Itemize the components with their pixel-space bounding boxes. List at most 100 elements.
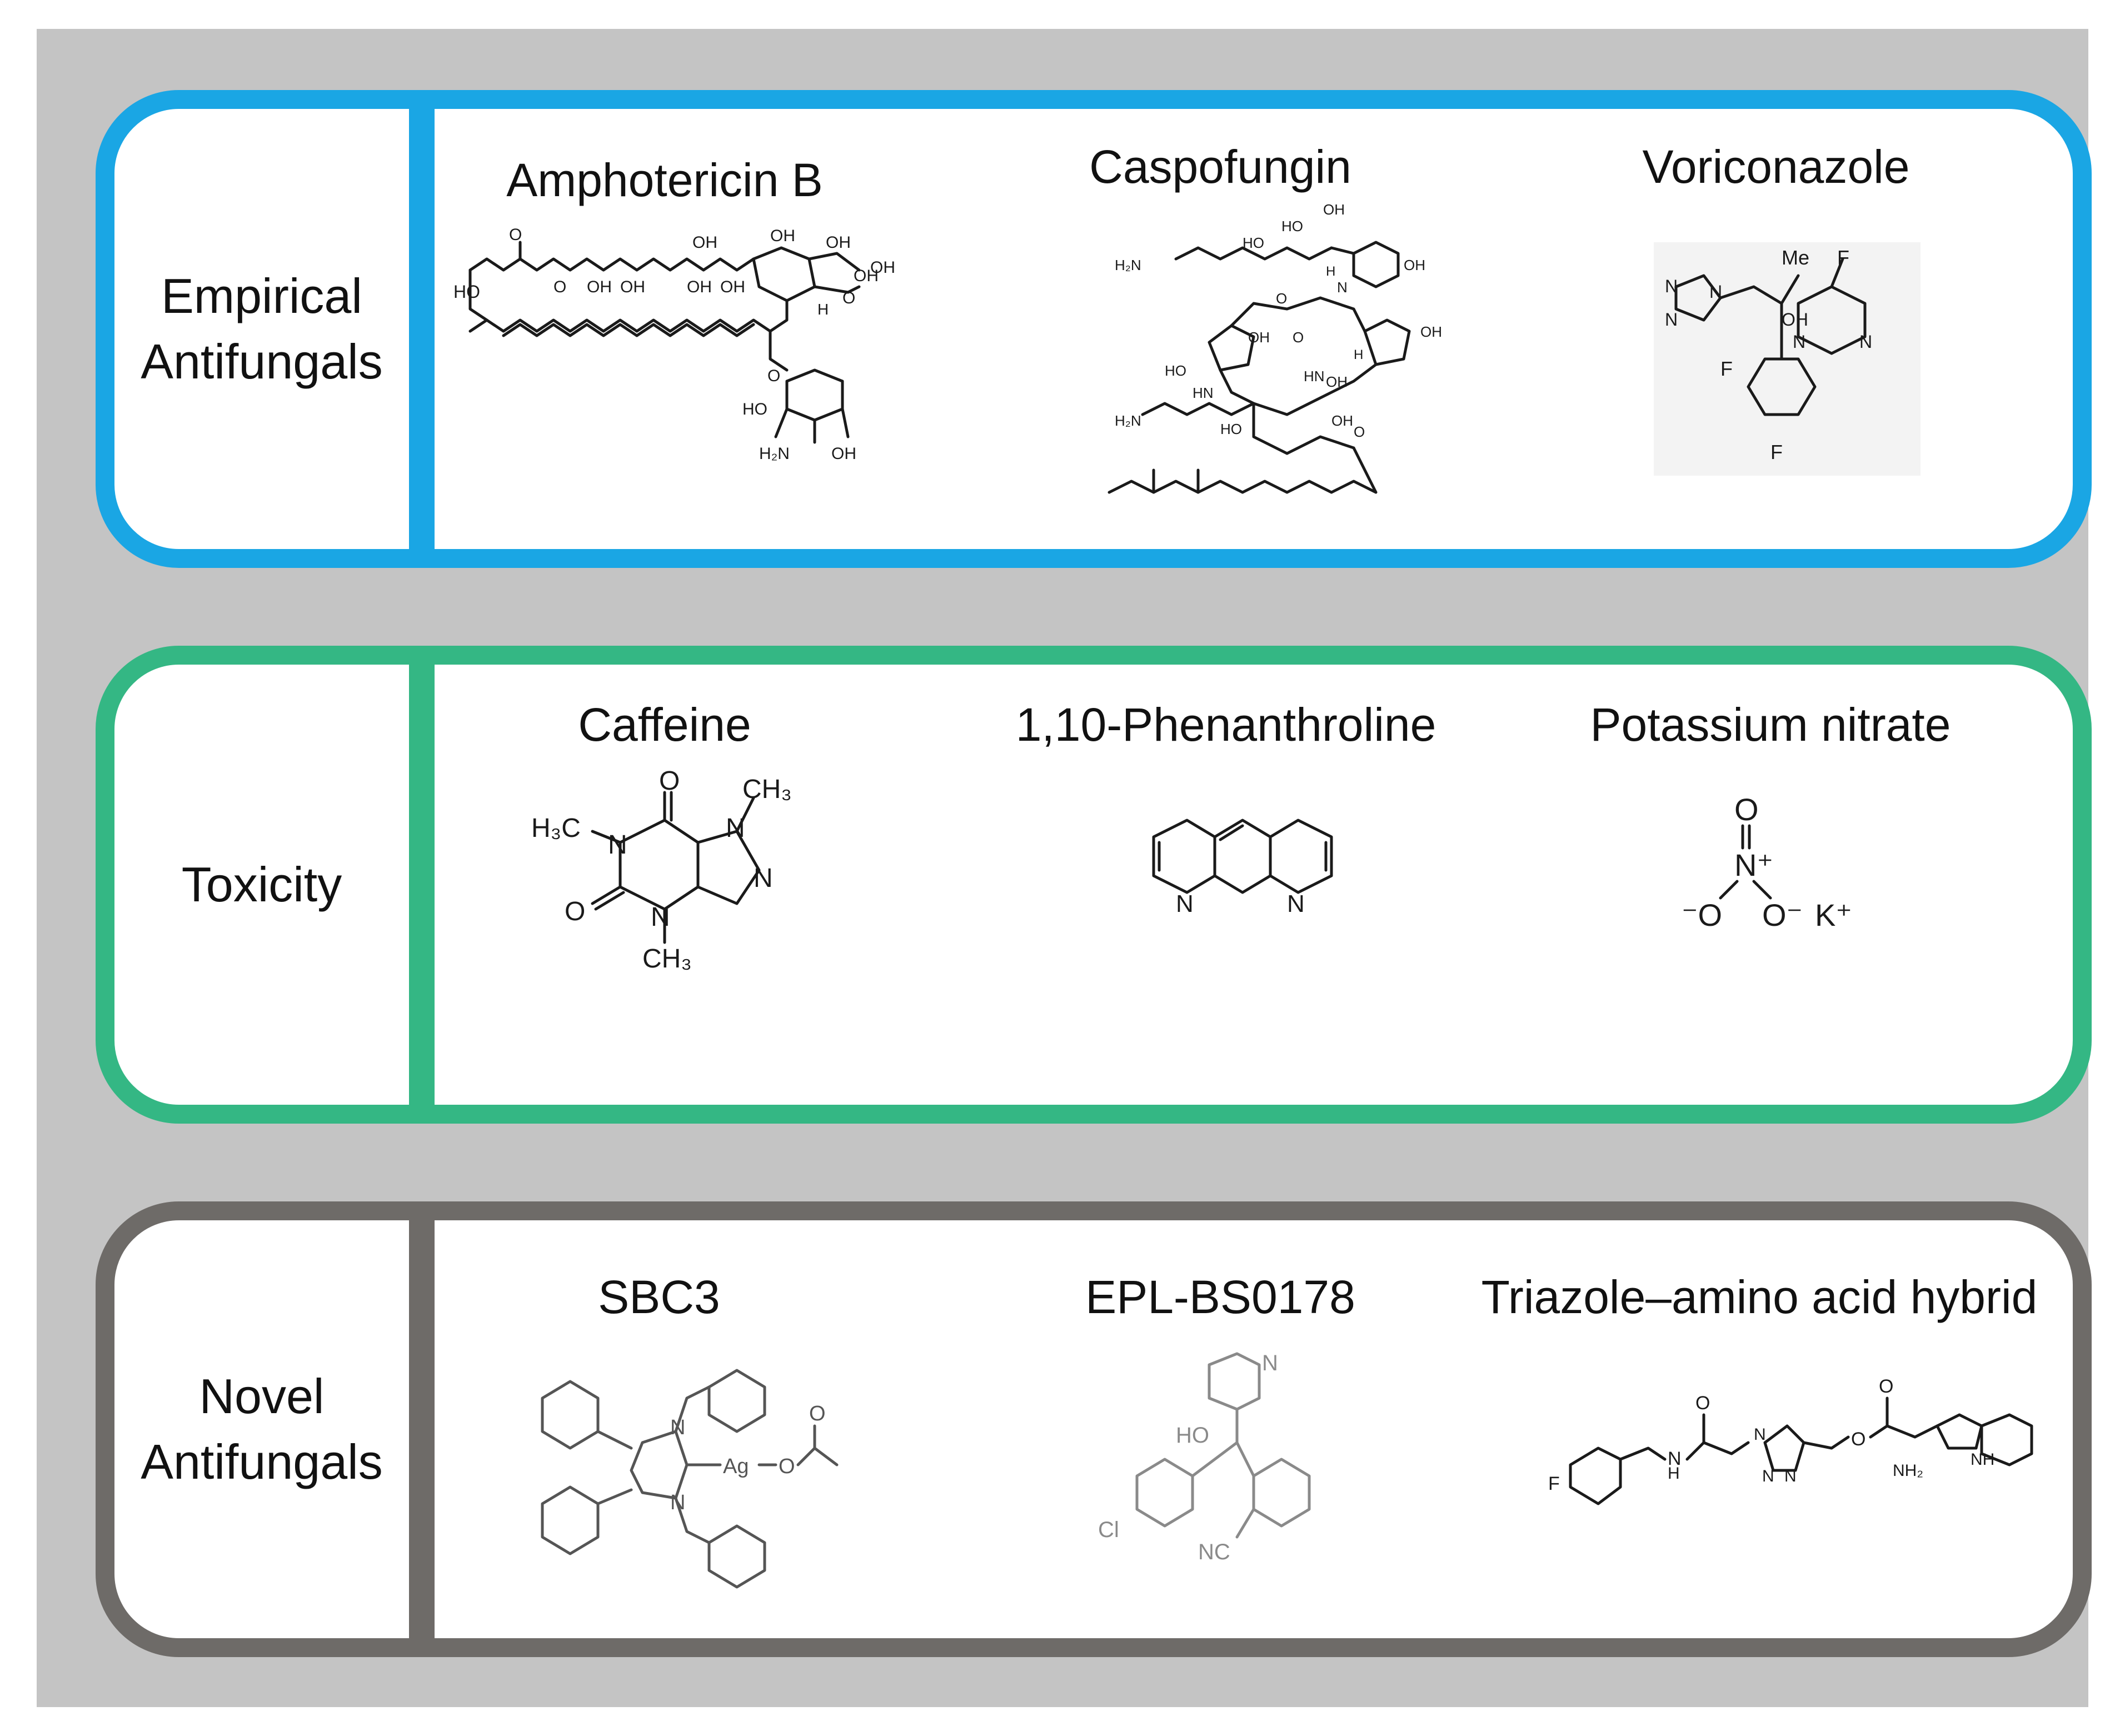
atom-label: H₃C — [531, 814, 581, 843]
panel-novel-antifungals: Novel Antifungals SBC3 EPL-BS0178 Triazo… — [96, 1201, 2092, 1657]
bond-line — [1719, 285, 1783, 305]
atom-label: O — [553, 278, 566, 296]
atom-label: OH — [870, 258, 895, 277]
bond-line — [596, 1430, 633, 1450]
panel-divider — [409, 1220, 435, 1638]
atom-label: H₂N — [1115, 257, 1141, 273]
bond-line — [813, 285, 861, 294]
bond-line — [674, 1496, 711, 1544]
ring — [1936, 1413, 1983, 1450]
atom-label: N — [670, 1416, 685, 1439]
atom-label: N — [1668, 1448, 1682, 1469]
category-novel-antifungals: Novel Antifungals — [141, 1369, 383, 1489]
bond-line — [1685, 1441, 1750, 1461]
atom-label: F — [1720, 357, 1733, 380]
atom-label: OH — [720, 278, 745, 296]
atom-label: OH — [1323, 201, 1345, 218]
bond-line — [813, 1446, 839, 1466]
structure-epl-bs0178: N HO Cl NC — [1098, 1351, 1311, 1564]
bond-line — [1252, 402, 1355, 455]
atom-label: N⁺ — [1734, 847, 1773, 882]
atom-label: O — [509, 226, 522, 244]
atom-label: OH — [770, 227, 795, 245]
category-label: Empirical Antifungals — [114, 109, 409, 549]
atom-label: O — [809, 1402, 826, 1425]
atom-label: HO — [1176, 1423, 1209, 1448]
bond-line — [1230, 296, 1366, 333]
atom-label: OH — [1248, 329, 1270, 346]
compound-name: Caffeine — [578, 699, 751, 751]
atom-label: OH — [1326, 373, 1348, 390]
atom-label: OH — [1782, 310, 1808, 330]
compound-name: Voriconazole — [1642, 141, 1910, 193]
atom-label: F — [1548, 1473, 1560, 1494]
ring — [785, 368, 844, 422]
bond-line — [468, 257, 522, 272]
panel-divider — [409, 665, 435, 1105]
bond-line — [596, 1488, 633, 1505]
panel-divider — [409, 109, 435, 549]
bond-line — [774, 407, 789, 438]
panel-toxicity: Toxicity Caffeine 1,10-Phenanthroline Po… — [96, 646, 2092, 1124]
atom-label: N — [651, 902, 670, 932]
atom-label: OH — [854, 267, 879, 285]
atom-label: O — [1276, 290, 1287, 307]
structure-caspofungin: OH HO HO OH H₂N HO OH H N OH HO H HN H₂N… — [1108, 201, 1442, 494]
atom-label: O⁻ — [1762, 897, 1803, 932]
atom-label: N — [608, 830, 627, 860]
bond-line — [807, 252, 861, 272]
atom-label: OH — [1331, 412, 1353, 429]
bond-line — [594, 891, 625, 911]
ring — [1352, 241, 1400, 288]
compound-name: SBC3 — [598, 1271, 720, 1323]
atom-label: N — [670, 1491, 685, 1514]
ring — [707, 1369, 766, 1433]
atom-label: N — [1709, 282, 1722, 302]
bond-line — [735, 796, 755, 833]
atom-label: O — [779, 1455, 795, 1478]
category-label: Toxicity — [114, 665, 409, 1105]
atom-label: H₂N — [759, 445, 790, 463]
atom-label: N — [1337, 279, 1348, 296]
category-toxicity: Toxicity — [181, 857, 342, 912]
ring — [696, 830, 761, 905]
atom-label: O — [842, 289, 855, 307]
compound-name: EPL-BS0178 — [1085, 1271, 1355, 1323]
ring — [707, 1524, 766, 1589]
atom-label: N — [1754, 1425, 1766, 1444]
atom-label: OH — [1404, 257, 1425, 273]
atom-label: F — [1837, 246, 1849, 269]
ring — [1252, 1458, 1311, 1528]
bond-line — [1235, 1441, 1255, 1478]
bond-line — [591, 830, 622, 844]
atom-label: N — [1262, 1351, 1278, 1375]
bond-line — [1191, 1441, 1239, 1478]
figure-background: Empirical Antifungals Amphotericin B Cas… — [37, 29, 2092, 1707]
ring — [1763, 1424, 1805, 1472]
atom-label: K⁺ — [1815, 897, 1852, 932]
atom-label: OH — [692, 233, 717, 252]
atom-label: OH — [831, 445, 856, 463]
atom-label: N — [1859, 332, 1872, 352]
atom-label: OH — [1420, 323, 1442, 340]
compound-name: Triazole–amino acid hybrid — [1481, 1271, 2038, 1323]
atom-label: H — [1326, 264, 1335, 279]
ring — [1674, 274, 1722, 322]
bond-line — [1108, 446, 1378, 494]
atom-label: O — [1354, 423, 1365, 440]
atom-label: O — [659, 766, 680, 796]
atom-label: Ag — [723, 1455, 749, 1478]
structure-potassium-nitrate: O N⁺ ⁻O O⁻ K⁺ — [1682, 792, 1852, 932]
panel-empirical-antifungals: Empirical Antifungals Amphotericin B Cas… — [96, 90, 2092, 568]
compound-name: Amphotericin B — [506, 154, 823, 206]
ring — [1208, 324, 1255, 372]
ring — [1135, 1458, 1194, 1528]
atom-label: O — [1851, 1429, 1865, 1450]
atom-label: N — [726, 814, 745, 843]
atom-label: N — [1176, 890, 1194, 917]
atom-label: OH — [687, 278, 712, 296]
atom-label: F — [1770, 441, 1783, 463]
atom-label: N — [1665, 310, 1678, 330]
ring — [541, 1380, 600, 1450]
bond-line — [518, 257, 755, 272]
